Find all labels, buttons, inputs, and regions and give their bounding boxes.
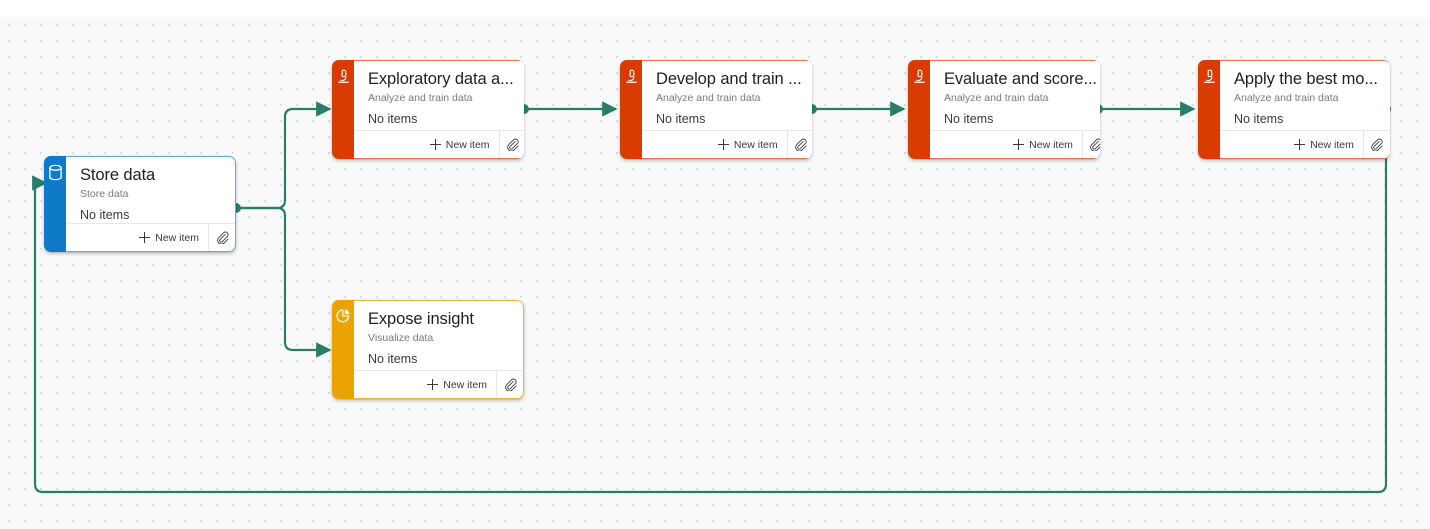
node-header: Develop and train ... Analyze and train … — [642, 61, 812, 105]
node-store-data[interactable]: Store data Store data No items New item — [44, 156, 236, 252]
node-body: Store data Store data No items New item — [66, 156, 236, 252]
paperclip-icon — [1371, 138, 1383, 151]
attach-button[interactable] — [1362, 131, 1390, 158]
new-item-button[interactable]: New item — [717, 131, 787, 158]
node-footer: New item — [642, 130, 812, 158]
node-header: Evaluate and score... Analyze and train … — [930, 61, 1100, 105]
microscope-icon — [1203, 69, 1215, 83]
node-items-label: No items — [80, 208, 130, 222]
new-item-label: New item — [443, 378, 487, 391]
new-item-button[interactable]: New item — [1294, 131, 1363, 158]
node-items-label: No items — [944, 112, 994, 126]
attach-button[interactable] — [1081, 131, 1100, 158]
node-subtitle: Analyze and train data — [656, 92, 761, 104]
node-exploratory-data-analysis[interactable]: Exploratory data a... Analyze and train … — [332, 60, 524, 159]
node-accent-strip — [1198, 60, 1220, 159]
paperclip-icon — [1090, 138, 1100, 151]
node-accent-strip — [44, 156, 66, 252]
plus-icon — [139, 232, 151, 243]
plus-icon — [1294, 139, 1306, 150]
node-subtitle: Analyze and train data — [368, 92, 473, 104]
node-header: Store data Store data — [66, 157, 235, 201]
node-footer: New item — [66, 223, 235, 251]
microscope-icon — [913, 69, 925, 83]
node-title: Evaluate and score... — [944, 70, 1097, 88]
new-item-button[interactable]: New item — [1013, 131, 1082, 158]
attach-button[interactable] — [498, 131, 524, 158]
edge-apply-to-store — [32, 109, 1388, 494]
edge-store-to-exploratory — [236, 101, 332, 210]
node-subtitle: Analyze and train data — [944, 92, 1049, 104]
microscope-icon — [625, 69, 637, 83]
new-item-label: New item — [1310, 138, 1354, 151]
node-header: Expose insight Visualize data — [354, 301, 523, 345]
node-subtitle: Analyze and train data — [1234, 92, 1339, 104]
node-footer: New item — [354, 130, 524, 158]
node-items-label: No items — [368, 352, 418, 366]
attach-button[interactable] — [208, 224, 235, 251]
node-body: Evaluate and score... Analyze and train … — [930, 60, 1100, 159]
new-item-label: New item — [445, 138, 490, 151]
paperclip-icon — [504, 378, 517, 391]
node-title: Develop and train ... — [656, 70, 802, 88]
plus-icon — [429, 139, 441, 150]
node-footer: New item — [930, 130, 1100, 158]
node-subtitle: Visualize data — [368, 332, 434, 344]
database-icon — [48, 164, 62, 181]
plus-icon — [1013, 139, 1025, 150]
node-body: Apply the best mo... Analyze and train d… — [1220, 60, 1390, 159]
new-item-button[interactable]: New item — [429, 131, 499, 158]
paperclip-icon — [795, 138, 807, 151]
new-item-button[interactable]: New item — [139, 224, 208, 251]
new-item-button[interactable]: New item — [427, 371, 496, 398]
node-items-label: No items — [656, 112, 706, 126]
node-evaluate-and-score[interactable]: Evaluate and score... Analyze and train … — [908, 60, 1100, 159]
paperclip-icon — [216, 231, 229, 244]
node-subtitle: Store data — [80, 188, 129, 200]
new-item-label: New item — [733, 138, 778, 151]
node-title: Exploratory data a... — [368, 70, 514, 88]
node-items-label: No items — [368, 112, 418, 126]
node-header: Apply the best mo... Analyze and train d… — [1220, 61, 1390, 105]
microscope-icon — [337, 69, 349, 83]
node-develop-and-train[interactable]: Develop and train ... Analyze and train … — [620, 60, 812, 159]
new-item-label: New item — [155, 231, 199, 244]
node-apply-the-best-model[interactable]: Apply the best mo... Analyze and train d… — [1198, 60, 1390, 159]
node-body: Exploratory data a... Analyze and train … — [354, 60, 524, 159]
node-header: Exploratory data a... Analyze and train … — [354, 61, 524, 105]
canvas-top-band — [0, 0, 1430, 17]
node-accent-strip — [332, 300, 354, 399]
pie-chart-icon — [335, 309, 349, 323]
node-accent-strip — [332, 60, 354, 159]
node-accent-strip — [620, 60, 642, 159]
node-title: Expose insight — [368, 310, 474, 328]
paperclip-icon — [507, 138, 519, 151]
plus-icon — [427, 379, 439, 390]
node-footer: New item — [354, 370, 523, 398]
new-item-label: New item — [1029, 138, 1073, 151]
edge-store-to-expose — [236, 206, 332, 358]
node-title: Apply the best mo... — [1234, 70, 1378, 88]
plus-icon — [717, 139, 729, 150]
node-expose-insight[interactable]: Expose insight Visualize data No items N… — [332, 300, 524, 399]
node-body: Expose insight Visualize data No items N… — [354, 300, 524, 399]
node-title: Store data — [80, 166, 156, 184]
attach-button[interactable] — [496, 371, 523, 398]
node-footer: New item — [1220, 130, 1390, 158]
node-accent-strip — [908, 60, 930, 159]
node-items-label: No items — [1234, 112, 1284, 126]
node-body: Develop and train ... Analyze and train … — [642, 60, 812, 159]
attach-button[interactable] — [786, 131, 812, 158]
